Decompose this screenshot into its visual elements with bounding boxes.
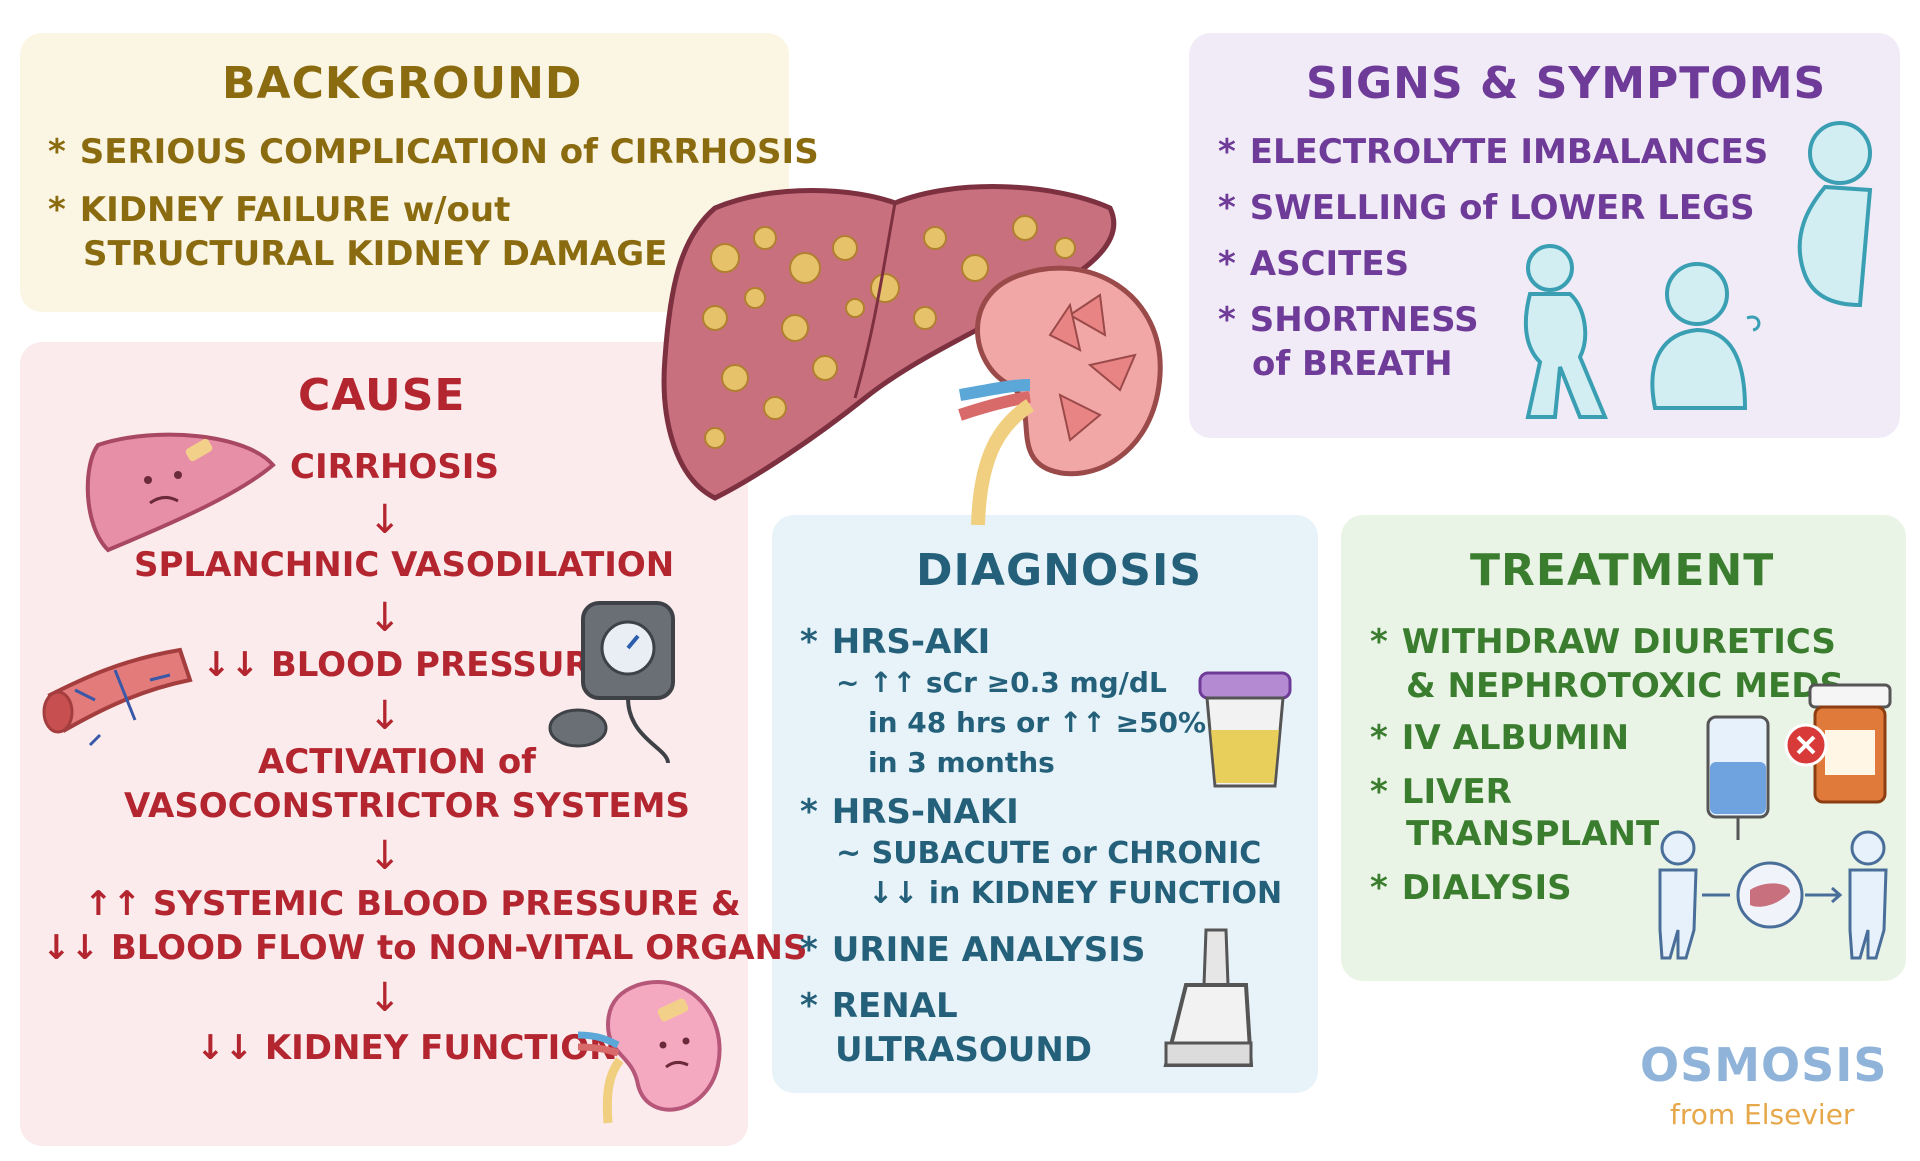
dx-aki-criteria-3: in 3 months [868, 746, 1055, 779]
bullet-star: * [800, 930, 818, 970]
sad-kidney-icon [577, 980, 722, 1124]
background-item-2-line2: STRUCTURAL KIDNEY DAMAGE [83, 234, 668, 274]
background-item-text: SERIOUS COMPLICATION of CIRRHOSIS [79, 132, 819, 172]
dx-item-text: HRS-AKI [831, 622, 991, 662]
cause-step-blood-flow: ↓↓ BLOOD FLOW to NON-VITAL ORGANS [42, 928, 808, 968]
signs-item-text: ELECTROLYTE IMBALANCES [1249, 132, 1769, 172]
bullet-star: * [800, 986, 818, 1026]
bullet-star: * [1218, 300, 1236, 340]
signs-item-text: SWELLING of LOWER LEGS [1249, 188, 1755, 228]
tx-item-text: IV ALBUMIN [1401, 718, 1630, 758]
cause-step-vasoconstrictor: VASOCONSTRICTOR SYSTEMS [124, 786, 690, 826]
tx-withdraw: * WITHDRAW DIURETICS [1370, 622, 1836, 662]
signs-item-text: ASCITES [1249, 244, 1410, 284]
dx-item-text: HRS-NAKI [831, 792, 1019, 832]
signs-item-2: * SWELLING of LOWER LEGS [1218, 188, 1755, 228]
ultrasound-probe-icon [1163, 928, 1254, 1067]
flow-arrow: ↓ [368, 833, 402, 879]
flow-arrow: ↓ [368, 693, 402, 739]
background-title: BACKGROUND [222, 58, 583, 109]
osmosis-logo-sub: from Elsevier [1670, 1098, 1855, 1131]
signs-item-1: * ELECTROLYTE IMBALANCES [1218, 132, 1768, 172]
background-item-text: KIDNEY FAILURE w/out [79, 190, 511, 230]
dx-ultrasound: ULTRASOUND [835, 1030, 1093, 1070]
treatment-title: TREATMENT [1470, 545, 1775, 596]
dx-hrs-naki: * HRS-NAKI [800, 792, 1019, 832]
signs-item-text: SHORTNESS [1249, 300, 1479, 340]
bullet-star: * [800, 622, 818, 662]
dx-item-text: RENAL [831, 986, 958, 1026]
urine-cup-icon [1198, 671, 1292, 788]
dx-aki-criteria-1: ~ ↑↑ sCr ≥0.3 mg/dL [836, 666, 1167, 699]
tx-item-text: DIALYSIS [1401, 868, 1572, 908]
sphygmomanometer-icon [548, 601, 675, 764]
bullet-star: * [1370, 622, 1388, 662]
bullet-star: * [800, 792, 818, 832]
bullet-star: * [1370, 868, 1388, 908]
signs-item-4: * SHORTNESS [1218, 300, 1479, 340]
cause-step-kidney-function: ↓↓ KIDNEY FUNCTION [196, 1028, 618, 1068]
tx-liver-transplant: * LIVER [1370, 772, 1512, 812]
cause-step-blood-pressure: ↓↓ BLOOD PRESSURE [202, 645, 614, 685]
diagnosis-title: DIAGNOSIS [916, 545, 1203, 596]
flow-arrow: ↓ [368, 595, 402, 641]
bullet-star: * [1370, 772, 1388, 812]
pregnant-figure-icon [1797, 121, 1873, 308]
background-item-1: * SERIOUS COMPLICATION of CIRRHOSIS [48, 132, 819, 172]
dx-naki-criteria-1: ~ SUBACUTE or CHRONIC [836, 836, 1262, 871]
tx-transplant-line2: TRANSPLANT [1406, 814, 1660, 854]
dx-aki-criteria-2: in 48 hrs or ↑↑ ≥50% [868, 706, 1207, 739]
tx-withdraw-line2: & NEPHROTOXIC MEDS [1406, 666, 1844, 706]
tx-dialysis: * DIALYSIS [1370, 868, 1572, 908]
cause-step-activation: ACTIVATION of [258, 742, 536, 782]
transplant-figures-icon [1658, 830, 1888, 960]
background-panel [20, 33, 789, 312]
sad-liver-icon [85, 432, 276, 553]
bullet-star: * [48, 190, 66, 230]
cause-step-systemic-bp: ↑↑ SYSTEMIC BLOOD PRESSURE & [84, 884, 741, 924]
tx-item-text: LIVER [1401, 772, 1512, 812]
background-item-2: * KIDNEY FAILURE w/out [48, 190, 510, 230]
flow-arrow: ↓ [368, 975, 402, 1021]
tx-item-text: WITHDRAW DIURETICS [1401, 622, 1836, 662]
dx-renal: * RENAL [800, 986, 958, 1026]
bullet-star: * [1218, 244, 1236, 284]
cause-step-cirrhosis: CIRRHOSIS [290, 447, 499, 487]
kidney-cross-section-icon [958, 265, 1163, 526]
swollen-legs-figure-icon [1523, 244, 1608, 419]
flow-arrow: ↓ [368, 497, 402, 543]
bullet-star: * [1370, 718, 1388, 758]
dx-hrs-aki: * HRS-AKI [800, 622, 990, 662]
bullet-star: * [1218, 132, 1236, 172]
signs-item-4-line2: of BREATH [1252, 344, 1453, 384]
tx-albumin: * IV ALBUMIN [1370, 718, 1629, 758]
bullet-star: * [1218, 188, 1236, 228]
signs-title: SIGNS & SYMPTOMS [1306, 58, 1827, 109]
signs-item-3: * ASCITES [1218, 244, 1409, 284]
pill-bottle-icon [1784, 683, 1892, 804]
cause-step-vasodilation: SPLANCHNIC VASODILATION [134, 545, 675, 585]
dx-urine-analysis: * URINE ANALYSIS [800, 930, 1145, 970]
dx-naki-criteria-2: ↓↓ in KIDNEY FUNCTION [868, 876, 1283, 911]
cirrhotic-liver-icon [661, 184, 1117, 501]
bullet-star: * [48, 132, 66, 172]
dx-item-text: URINE ANALYSIS [831, 930, 1146, 970]
cause-title: CAUSE [298, 370, 466, 421]
iv-bag-icon [1706, 715, 1770, 840]
blood-vessel-icon [42, 647, 193, 747]
breathless-figure-icon [1650, 262, 1761, 410]
osmosis-logo: OSMOSIS [1640, 1038, 1888, 1092]
